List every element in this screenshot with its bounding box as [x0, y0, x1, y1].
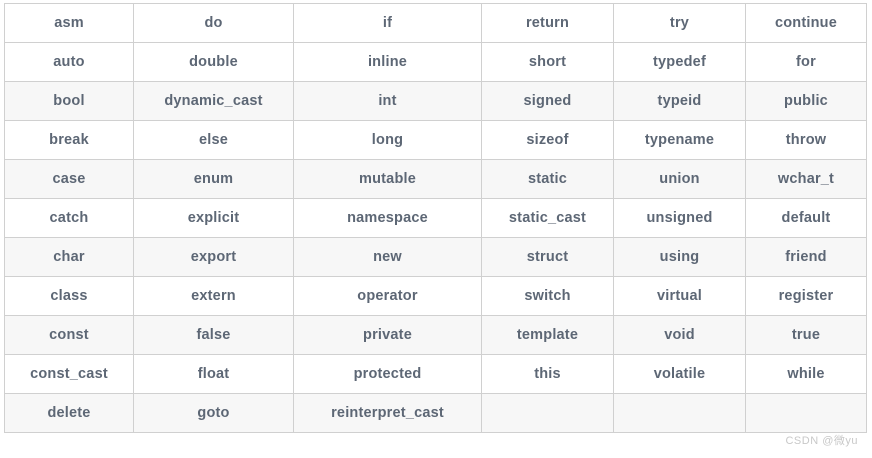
- keyword-cell: protected: [293, 354, 482, 394]
- keyword-cell: bool: [4, 81, 134, 121]
- keyword-cell: switch: [481, 276, 614, 316]
- keyword-cell: continue: [745, 3, 867, 43]
- keyword-cell: return: [481, 3, 614, 43]
- keyword-cell: for: [745, 42, 867, 82]
- csdn-watermark: CSDN @微yu: [785, 435, 858, 447]
- keyword-cell-empty: [745, 393, 867, 433]
- keyword-cell: namespace: [293, 198, 482, 238]
- keyword-cell: operator: [293, 276, 482, 316]
- keyword-cell: class: [4, 276, 134, 316]
- keyword-cell: auto: [4, 42, 134, 82]
- keyword-cell: break: [4, 120, 134, 160]
- keyword-cell: export: [133, 237, 294, 277]
- keyword-cell: char: [4, 237, 134, 277]
- keyword-cell: const_cast: [4, 354, 134, 394]
- keyword-cell: inline: [293, 42, 482, 82]
- keyword-cell: wchar_t: [745, 159, 867, 199]
- keyword-cell: typeid: [613, 81, 746, 121]
- keyword-cell: else: [133, 120, 294, 160]
- keyword-cell: double: [133, 42, 294, 82]
- keyword-cell: typedef: [613, 42, 746, 82]
- keyword-cell: const: [4, 315, 134, 355]
- keyword-cell: int: [293, 81, 482, 121]
- keyword-cell: new: [293, 237, 482, 277]
- keyword-cell: static: [481, 159, 614, 199]
- keyword-cell: public: [745, 81, 867, 121]
- keyword-cell: using: [613, 237, 746, 277]
- keyword-cell: reinterpret_cast: [293, 393, 482, 433]
- keyword-cell: unsigned: [613, 198, 746, 238]
- keyword-cell: do: [133, 3, 294, 43]
- keyword-cell: while: [745, 354, 867, 394]
- keyword-cell: default: [745, 198, 867, 238]
- keyword-cell: this: [481, 354, 614, 394]
- keyword-cell: struct: [481, 237, 614, 277]
- keyword-cell: true: [745, 315, 867, 355]
- keyword-cell: signed: [481, 81, 614, 121]
- keyword-cell: static_cast: [481, 198, 614, 238]
- keyword-cell: long: [293, 120, 482, 160]
- keyword-cell: delete: [4, 393, 134, 433]
- keyword-cell: asm: [4, 3, 134, 43]
- keyword-cell: case: [4, 159, 134, 199]
- keyword-cell: mutable: [293, 159, 482, 199]
- keyword-cell: sizeof: [481, 120, 614, 160]
- keyword-cell: typename: [613, 120, 746, 160]
- keyword-cell: throw: [745, 120, 867, 160]
- keyword-cell: volatile: [613, 354, 746, 394]
- keyword-cell: virtual: [613, 276, 746, 316]
- keyword-cell: union: [613, 159, 746, 199]
- keyword-cell: float: [133, 354, 294, 394]
- keyword-cell: try: [613, 3, 746, 43]
- keyword-cell: enum: [133, 159, 294, 199]
- keyword-cell: if: [293, 3, 482, 43]
- keyword-cell-empty: [481, 393, 614, 433]
- keyword-cell: explicit: [133, 198, 294, 238]
- keyword-cell: void: [613, 315, 746, 355]
- keyword-cell: dynamic_cast: [133, 81, 294, 121]
- keyword-cell-empty: [613, 393, 746, 433]
- keyword-cell: extern: [133, 276, 294, 316]
- keyword-cell: short: [481, 42, 614, 82]
- keyword-cell: false: [133, 315, 294, 355]
- keyword-cell: goto: [133, 393, 294, 433]
- keyword-cell: template: [481, 315, 614, 355]
- keyword-cell: register: [745, 276, 867, 316]
- keyword-cell: friend: [745, 237, 867, 277]
- keyword-cell: catch: [4, 198, 134, 238]
- keyword-cell: private: [293, 315, 482, 355]
